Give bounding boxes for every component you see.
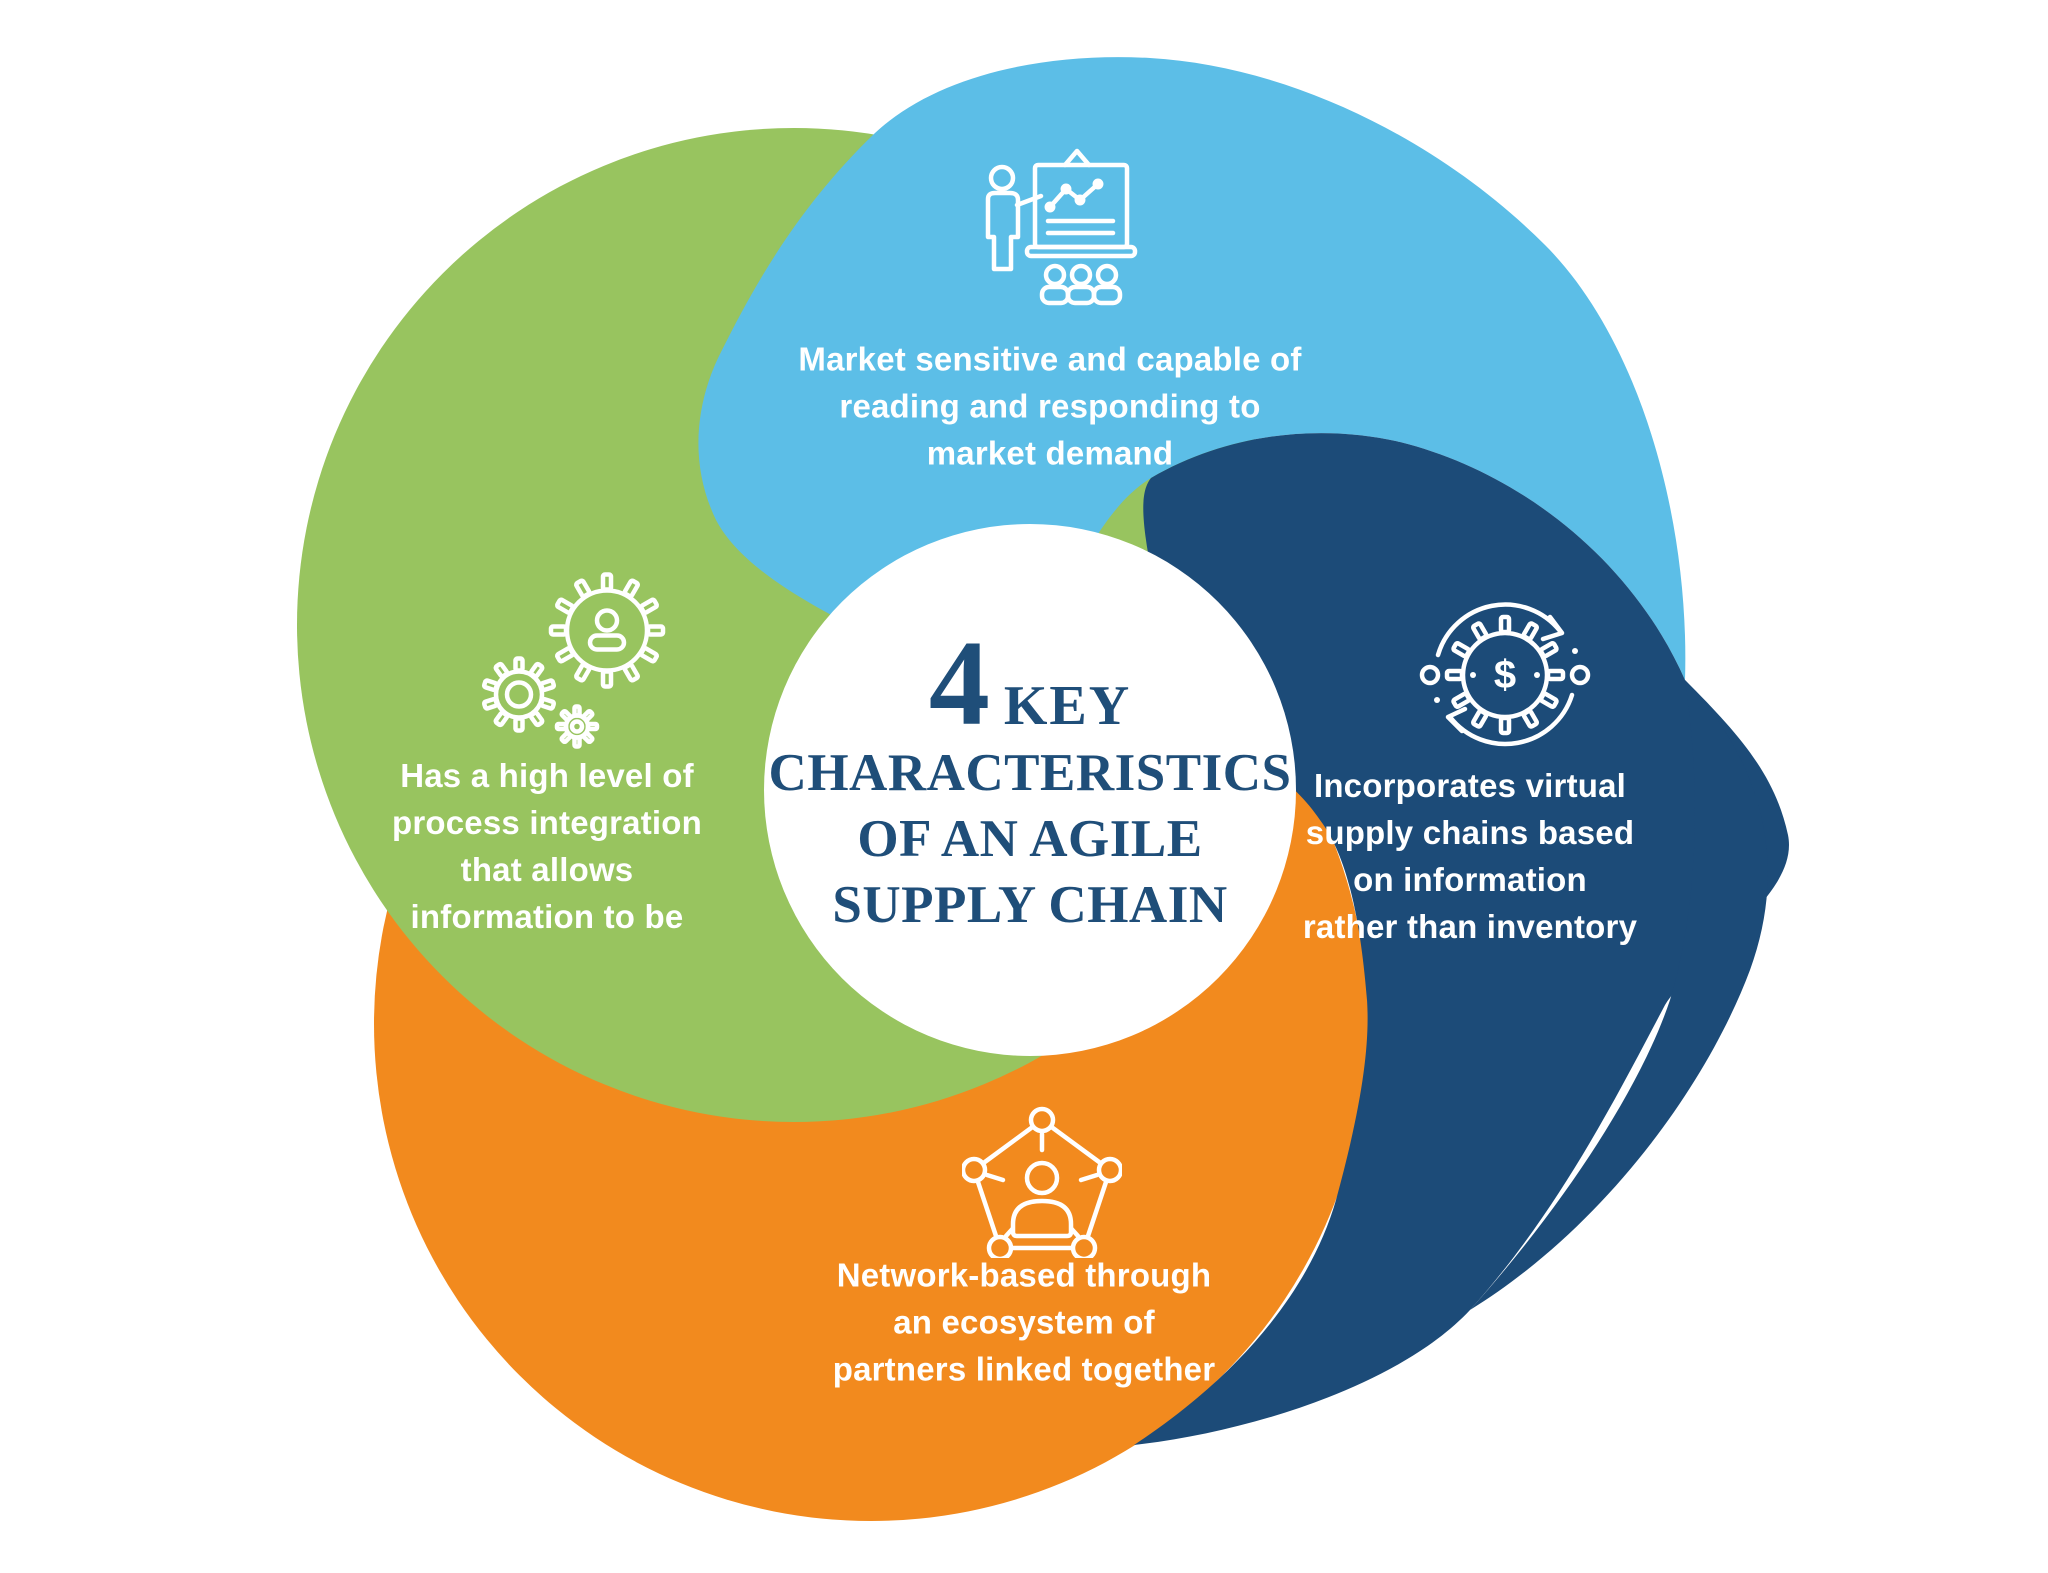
presenter-body [985,190,1021,272]
network-node [1070,1234,1098,1258]
audience-head [1043,263,1067,287]
title-line-4: SUPPLY CHAIN [832,876,1228,934]
cycle-arrow-bottom [1447,692,1575,747]
gear-small [554,704,600,749]
cycle-arrow-top [1435,602,1563,658]
audience-head [1095,263,1119,287]
petal-virtual-bulge [1470,680,1768,1310]
title-line-3: OF AN AGILE [857,810,1203,868]
caption-network: Network-based through an ecosystem of pa… [832,1256,1216,1388]
board-hanger [1062,148,1092,168]
title-line-2: CHARACTERISTICS [768,744,1292,802]
caption-virtual: Incorporates virtual supply chains based… [1302,767,1638,945]
gear-large [548,572,666,689]
audience-body [1039,284,1071,306]
board-line-chart [1047,181,1101,210]
presentation-icon [985,148,1138,306]
audience-head [1069,263,1093,287]
board-stand [1024,244,1138,259]
caption-integration: Has a high level of process integration … [391,757,703,935]
presenter-arm [1014,193,1044,208]
page-title: 4 KEY CHARACTERISTICS OF AN AGILE SUPPLY… [760,616,1300,938]
dollar-cycle-icon: $ [1419,602,1591,747]
petal-virtual [1134,433,1789,1445]
network-node [1096,1156,1122,1184]
presenter-head [988,164,1016,192]
pentagon-outline [971,1117,1113,1251]
audience-body [1065,284,1097,306]
network-person-head [1024,1160,1060,1196]
title-line-1: 4 KEY [760,616,1300,751]
arrowhead [1540,614,1565,642]
center-disc [764,524,1296,1056]
gear-person-body [587,633,627,652]
gear-person-head [594,608,620,633]
title-number: 4 [928,616,990,751]
title-keyword: KEY [1003,675,1132,737]
gear-medium [481,656,557,733]
petal-market [698,57,1686,681]
audience-body [1091,284,1123,306]
network-node [962,1156,988,1184]
arrowhead [1445,706,1468,734]
gear-icon [1444,614,1566,736]
network-pentagon-icon [962,1106,1122,1258]
process-gears-icon [481,572,666,749]
network-node [986,1234,1014,1258]
caption-market: Market sensitive and capable of reading … [798,340,1302,472]
network-person-body [1010,1198,1074,1239]
network-node [1028,1106,1056,1134]
dollar-glyph: $ [1494,653,1516,697]
